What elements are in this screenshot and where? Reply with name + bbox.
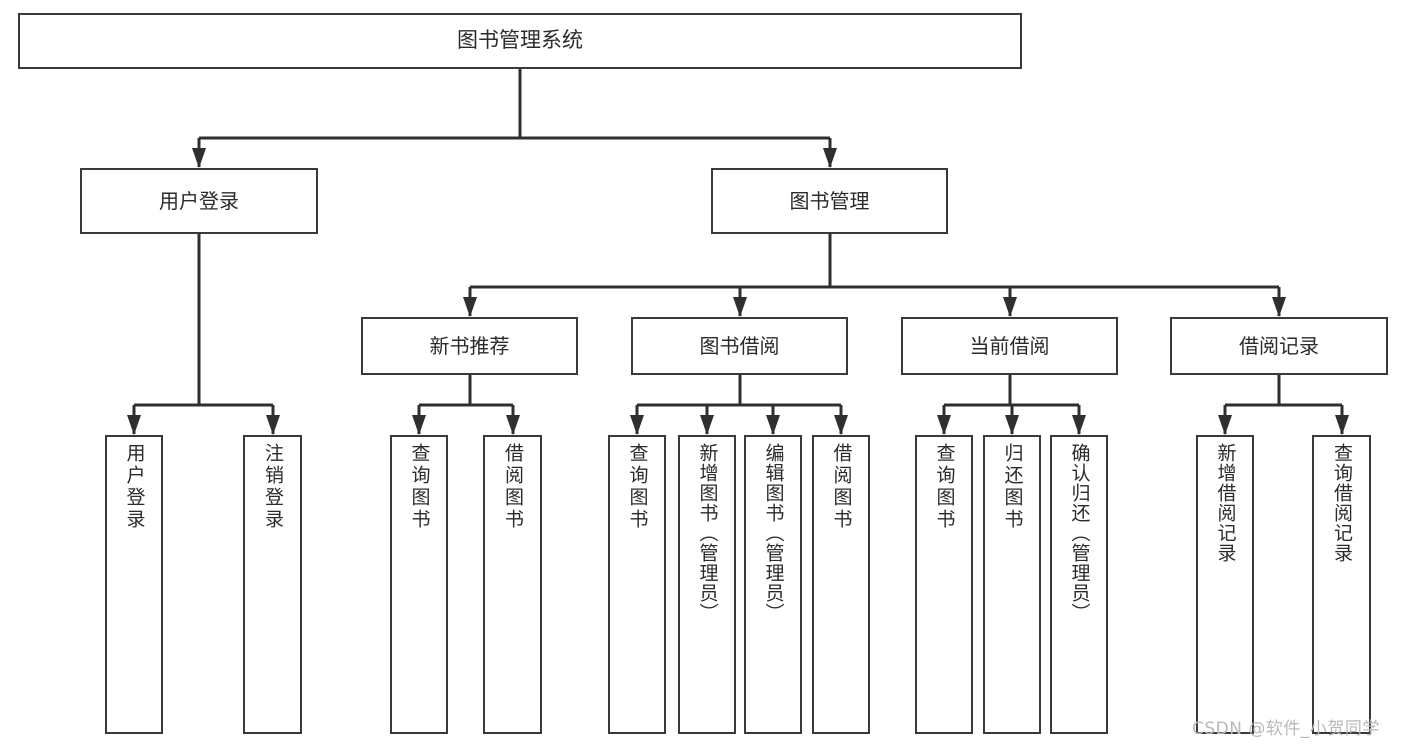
- node-leaf-confirm-return[interactable]: 确认归还（管理员）: [1050, 435, 1108, 734]
- node-label: 查询图书: [408, 443, 431, 531]
- node-label: 注销登录: [262, 443, 284, 531]
- node-book-borrow[interactable]: 图书借阅: [631, 317, 848, 375]
- node-borrow-record[interactable]: 借阅记录: [1170, 317, 1388, 375]
- node-book-manage[interactable]: 图书管理: [711, 168, 948, 234]
- node-label: 查询借阅记录: [1331, 443, 1353, 563]
- node-label: 新增借阅记录: [1214, 443, 1237, 563]
- node-leaf-edit-book[interactable]: 编辑图书（管理员）: [744, 435, 802, 734]
- node-label: 用户登录: [159, 188, 239, 213]
- node-label: 图书管理系统: [457, 28, 583, 53]
- node-label: 图书管理: [789, 188, 870, 213]
- node-label: 新增图书（管理员）: [696, 443, 719, 623]
- node-user-login[interactable]: 用户登录: [80, 168, 318, 234]
- node-leaf-borrow-book-2[interactable]: 借阅图书: [812, 435, 870, 734]
- csdn-watermark: CSDN @软件_小贺同学: [1192, 719, 1380, 739]
- node-leaf-add-record[interactable]: 新增借阅记录: [1196, 435, 1254, 734]
- node-label: 查询图书: [933, 443, 956, 531]
- node-label: 借阅记录: [1239, 333, 1319, 358]
- node-label: 借阅图书: [830, 443, 853, 531]
- node-leaf-add-book[interactable]: 新增图书（管理员）: [678, 435, 736, 734]
- node-new-book-rec[interactable]: 新书推荐: [361, 317, 578, 375]
- node-leaf-borrow-book-1[interactable]: 借阅图书: [483, 435, 542, 734]
- node-current-borrow[interactable]: 当前借阅: [901, 317, 1118, 375]
- node-leaf-return-book[interactable]: 归还图书: [983, 435, 1041, 734]
- node-root[interactable]: 图书管理系统: [18, 13, 1022, 69]
- node-label: 确认归还（管理员）: [1068, 443, 1091, 623]
- node-leaf-query-book-2[interactable]: 查询图书: [608, 435, 666, 734]
- node-label: 查询图书: [626, 443, 649, 531]
- node-label: 图书借阅: [699, 333, 780, 358]
- node-label: 新书推荐: [429, 333, 510, 358]
- node-label: 用户登录: [123, 443, 146, 531]
- node-leaf-user-login[interactable]: 用户登录: [105, 435, 163, 734]
- node-leaf-query-record[interactable]: 查询借阅记录: [1312, 435, 1371, 734]
- node-leaf-query-book-1[interactable]: 查询图书: [390, 435, 448, 734]
- node-label: 归还图书: [1001, 443, 1024, 531]
- node-label: 编辑图书（管理员）: [762, 443, 785, 623]
- node-label: 借阅图书: [502, 443, 524, 531]
- node-label: 当前借阅: [969, 333, 1050, 358]
- node-leaf-logout[interactable]: 注销登录: [243, 435, 302, 734]
- node-leaf-query-book-3[interactable]: 查询图书: [915, 435, 973, 734]
